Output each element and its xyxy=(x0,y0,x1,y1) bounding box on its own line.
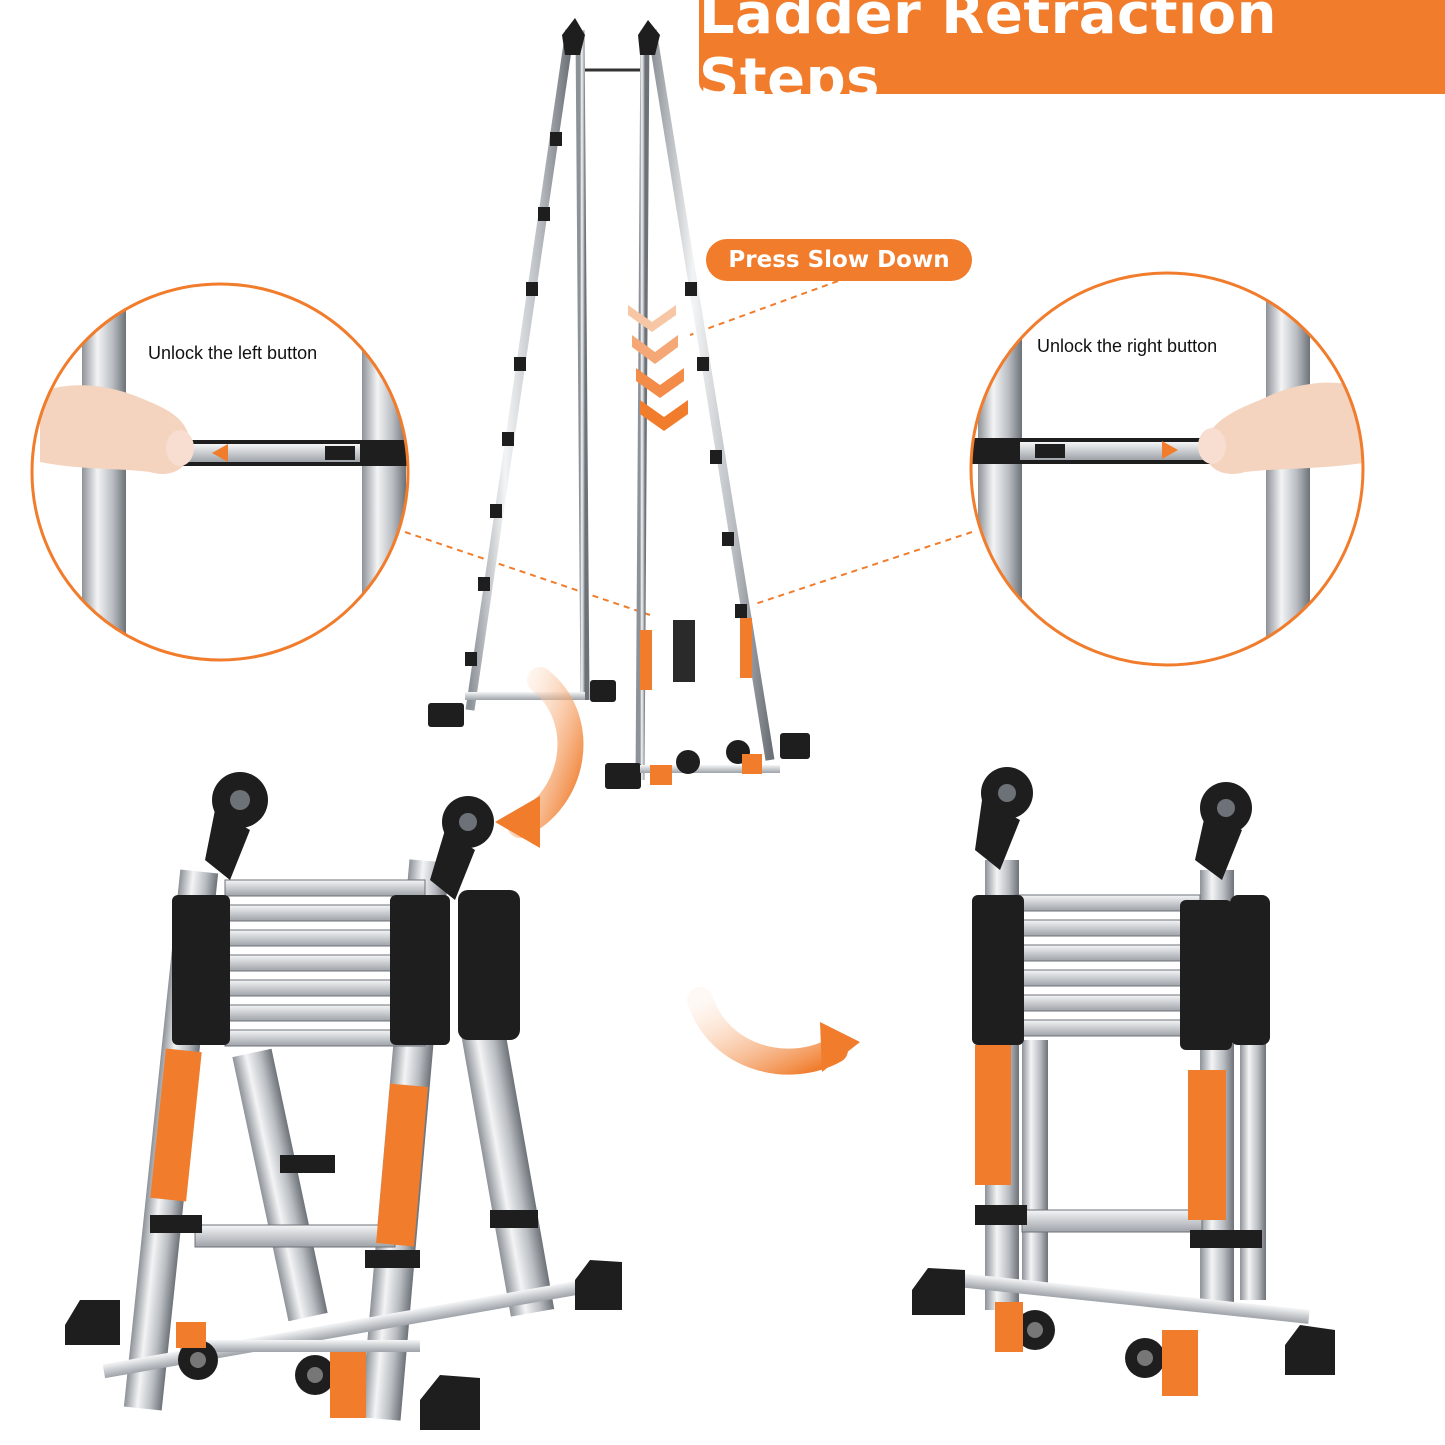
page-title: Ladder Retraction Steps xyxy=(699,0,1278,112)
down-chevrons xyxy=(628,305,688,431)
press-slow-down-badge: Press Slow Down xyxy=(706,239,972,281)
left-callout-label: Unlock the left button xyxy=(148,343,318,363)
extended-ladder xyxy=(428,18,810,789)
left-callout-circle xyxy=(30,282,410,662)
press-slow-down-label: Press Slow Down xyxy=(728,247,950,273)
curve-arrow-right xyxy=(687,987,860,1075)
connector-lines xyxy=(404,280,973,616)
retracted-ladder-aframe xyxy=(65,772,622,1430)
curve-arrow-down xyxy=(495,667,584,848)
right-callout-label: Unlock the right button xyxy=(1037,336,1218,356)
retracted-ladder-closed xyxy=(912,767,1335,1396)
title-banner: Ladder Retraction Steps xyxy=(699,0,1445,112)
